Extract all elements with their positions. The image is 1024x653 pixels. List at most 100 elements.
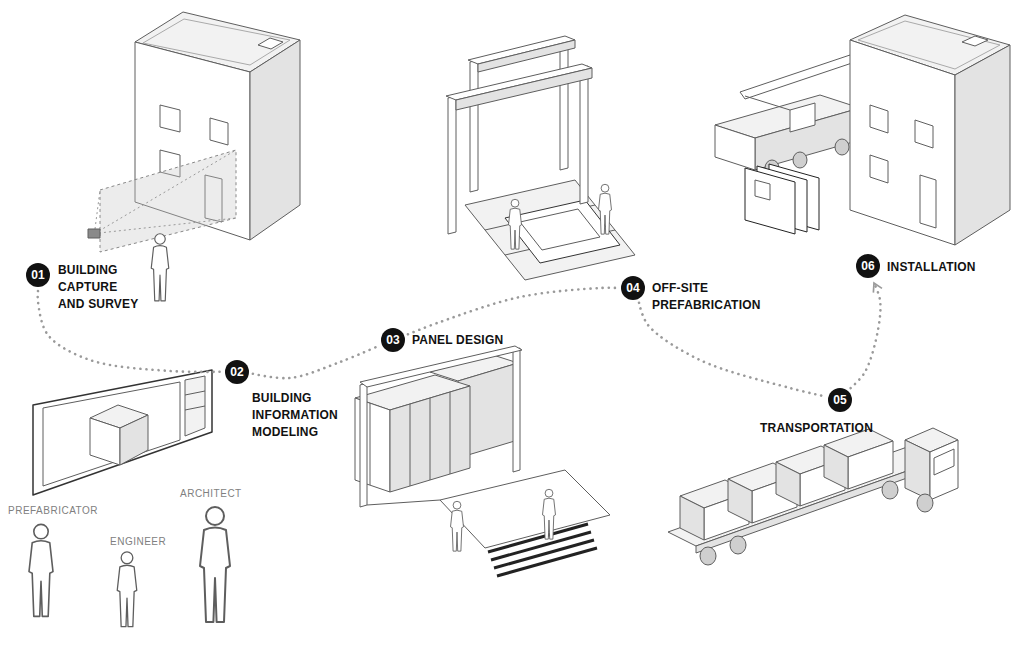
cab-window [934, 449, 954, 475]
house-wall [850, 40, 955, 245]
process-connector [639, 303, 824, 396]
step-heading: INSTALLATION [887, 259, 976, 276]
step-heading: BUILDING CAPTURE AND SURVEY [58, 262, 142, 313]
role-label: ENGINEER [110, 536, 166, 548]
step-number: 01 [31, 269, 44, 281]
screen-sidebar [185, 376, 205, 436]
person [117, 552, 137, 627]
gantry-rail [367, 500, 440, 505]
frame-column [560, 38, 568, 170]
step-number: 03 [386, 334, 399, 346]
person [599, 184, 612, 234]
model-cube-left [90, 418, 120, 465]
crane-cable [745, 96, 790, 110]
wall-panel [745, 168, 795, 234]
step-heading: TRANSPORTATION [760, 420, 873, 437]
wheel [793, 152, 807, 168]
step-marker: 05TRANSPORTATION [828, 388, 852, 412]
crate-end [728, 479, 752, 523]
step-number: 02 [230, 366, 243, 378]
crane-boom [740, 55, 855, 99]
installation-site [715, 15, 1010, 245]
frame-column [580, 66, 588, 204]
sidebar-line [185, 391, 205, 395]
window [870, 105, 888, 133]
crane-turret [790, 103, 815, 132]
panel-store [355, 346, 610, 576]
cab-front [930, 440, 958, 500]
step-heading: PANEL DESIGN [412, 332, 503, 349]
scan-ray [99, 218, 236, 233]
window [915, 120, 933, 148]
crate-front [848, 441, 893, 489]
person [200, 507, 230, 622]
crane-truck-front [715, 125, 755, 170]
wheel [917, 494, 933, 512]
wheel [882, 481, 898, 499]
frame-beam-face [478, 40, 575, 72]
scan-plane [100, 150, 236, 252]
gantry-leg [360, 383, 367, 507]
role-label: ARCHITECT [180, 488, 242, 500]
gantry-leg [513, 348, 520, 472]
scan-ray [95, 190, 100, 229]
wheel [730, 536, 746, 554]
screen-frame [33, 370, 212, 495]
panel-edge [410, 404, 411, 486]
frame-beam-face [456, 68, 592, 110]
step-marker: 03PANEL DESIGN [381, 328, 405, 352]
person [29, 524, 53, 616]
scan-ray [99, 150, 236, 231]
frame-column [448, 96, 456, 234]
step-number: 06 [861, 260, 874, 272]
panel-stripe [497, 548, 597, 576]
step-heading: BUILDING INFORMATION MODELING [252, 390, 347, 441]
person [509, 199, 522, 249]
crate-end [680, 496, 704, 540]
house-side [955, 45, 1010, 245]
sidebar-line [185, 406, 205, 410]
panel-opening [520, 209, 600, 250]
truck [668, 428, 958, 565]
window [870, 155, 888, 183]
step-marker: 06INSTALLATION [856, 254, 880, 278]
step-number: 04 [626, 282, 639, 294]
step-marker: 04OFF-SITE PREFABRICATION [621, 276, 645, 300]
window [160, 105, 180, 132]
process-connector [851, 283, 881, 388]
step-heading: OFF-SITE PREFABRICATION [652, 280, 760, 314]
prefab-frame [446, 36, 635, 280]
scanner-device [88, 229, 100, 238]
frame-column [470, 60, 478, 192]
crate-end [824, 445, 848, 489]
crate-end [776, 462, 800, 506]
panel-window [755, 180, 770, 200]
panel-edge [450, 392, 451, 474]
house-side [250, 40, 300, 240]
step-marker: 02BUILDING INFORMATION MODELING [225, 360, 249, 384]
rail-frame [440, 470, 610, 548]
person [543, 489, 556, 539]
stack-side [390, 386, 470, 492]
gantry-beam [360, 346, 522, 387]
wheel [700, 547, 716, 565]
door [920, 175, 936, 228]
house-survey [88, 12, 300, 301]
truck-bed [668, 446, 938, 546]
panel-edge [370, 403, 371, 485]
model-cube-right [120, 415, 148, 465]
work-table [465, 180, 635, 280]
person [151, 234, 169, 301]
skylight [258, 38, 283, 49]
cab-side [905, 440, 930, 500]
screen-view [43, 382, 180, 486]
skylight [962, 36, 988, 46]
window [210, 118, 228, 145]
panel-edge [430, 398, 431, 480]
wheel [835, 139, 849, 155]
person [451, 501, 464, 551]
